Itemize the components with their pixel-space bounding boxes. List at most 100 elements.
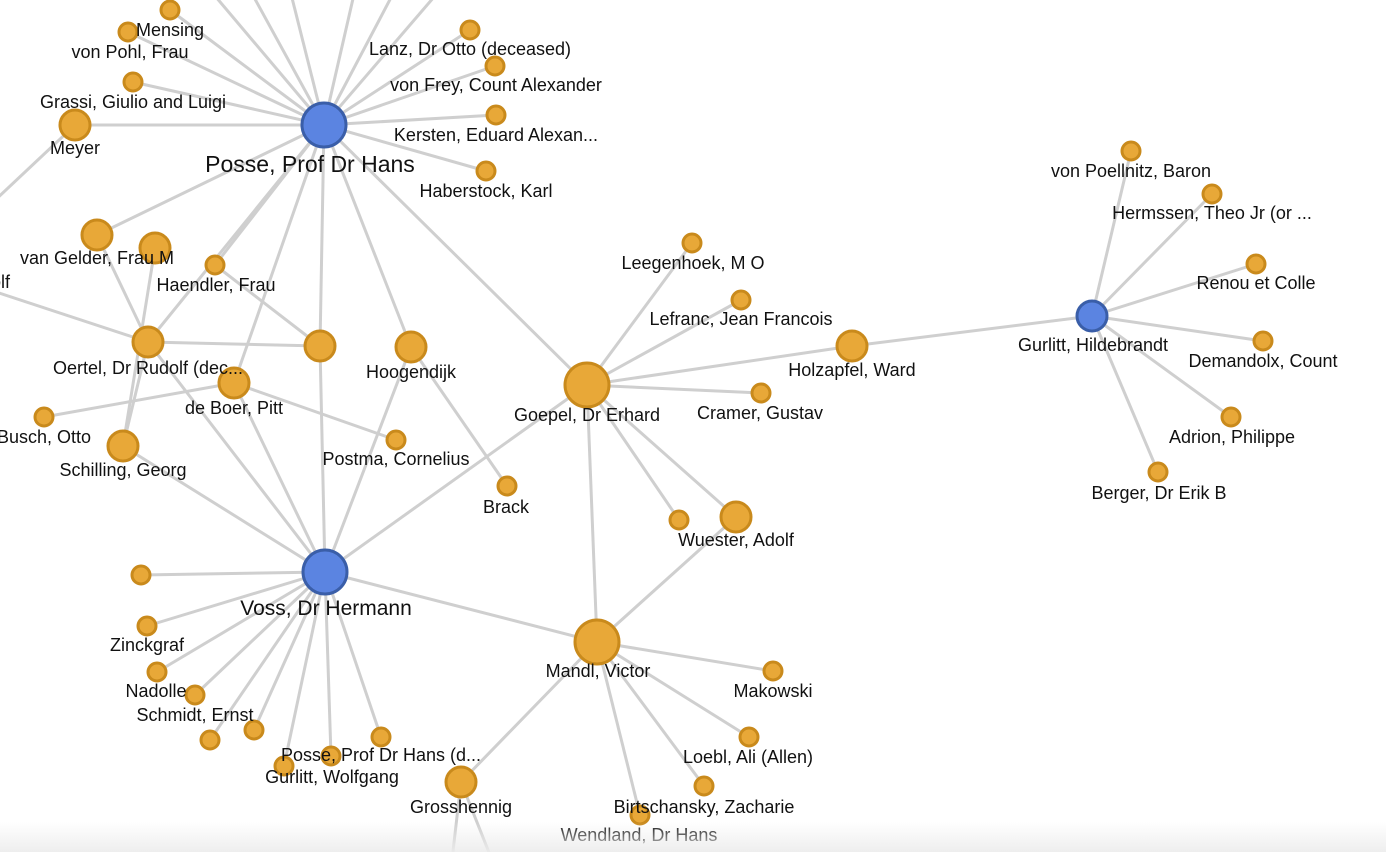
node-label-goepel: Goepel, Dr Erhard bbox=[514, 405, 660, 425]
node-label-loebl: Loebl, Ali (Allen) bbox=[683, 747, 813, 767]
node-label-vonpohl: von Pohl, Frau bbox=[71, 42, 188, 62]
graph-edge-goepel-wuester bbox=[586, 383, 737, 519]
contact-node-mensing[interactable] bbox=[159, 0, 181, 21]
graph-edge-deboer-postma bbox=[233, 381, 397, 442]
contact-node-meyer[interactable] bbox=[58, 108, 92, 142]
contact-node-demandolx[interactable] bbox=[1252, 330, 1274, 352]
contact-node-schilling[interactable] bbox=[106, 429, 140, 463]
graph-edge-posse-grassi bbox=[132, 80, 325, 127]
contact-node-holzapfel[interactable] bbox=[835, 329, 869, 363]
contact-node-postma[interactable] bbox=[385, 429, 407, 451]
graph-edge-voss-schmidt bbox=[193, 570, 327, 697]
contact-node-busch[interactable] bbox=[33, 406, 55, 428]
contact-node-gurlitt_w[interactable] bbox=[273, 755, 295, 777]
contact-node-berger[interactable] bbox=[1147, 461, 1169, 483]
node-label-grosshennig: Grosshennig bbox=[410, 797, 512, 817]
contact-node-grosshennig[interactable] bbox=[444, 765, 478, 799]
graph-edge-goepel-cramer bbox=[586, 383, 762, 395]
node-label-lanz: Lanz, Dr Otto (deceased) bbox=[369, 39, 571, 59]
contact-node-vangelder[interactable] bbox=[80, 218, 114, 252]
contact-node-birtschansky[interactable] bbox=[693, 775, 715, 797]
contact-node-unlabeled6[interactable] bbox=[243, 719, 265, 741]
contact-node-loebl[interactable] bbox=[738, 726, 760, 748]
graph-edge-hoogendijk-brack bbox=[409, 346, 509, 487]
node-label-adrion: Adrion, Philippe bbox=[1169, 427, 1295, 447]
person-node-hildebrandt[interactable] bbox=[1075, 299, 1109, 333]
person-node-voss[interactable] bbox=[301, 548, 349, 596]
contact-node-brack[interactable] bbox=[496, 475, 518, 497]
contact-node-schmidt[interactable] bbox=[184, 684, 206, 706]
contact-node-lanz[interactable] bbox=[459, 19, 481, 41]
contact-node-unlabeled7[interactable] bbox=[370, 726, 392, 748]
contact-node-hermssen[interactable] bbox=[1201, 183, 1223, 205]
node-label-vonfrey: von Frey, Count Alexander bbox=[390, 75, 602, 95]
node-label-vangelder: van Gelder, Frau M bbox=[20, 248, 174, 268]
contact-node-unlabeled5[interactable] bbox=[199, 729, 221, 751]
node-label-deboer: de Boer, Pitt bbox=[185, 398, 283, 418]
graph-edge-haendler-unlabeled1 bbox=[214, 263, 321, 348]
node-label-haberstock: Haberstock, Karl bbox=[419, 181, 552, 201]
contact-node-deboer[interactable] bbox=[217, 366, 251, 400]
node-label-postma: Postma, Cornelius bbox=[322, 449, 469, 469]
contact-node-makowski[interactable] bbox=[762, 660, 784, 682]
contact-node-vonpoellnitz[interactable] bbox=[1120, 140, 1142, 162]
contact-node-cramer[interactable] bbox=[750, 382, 772, 404]
contact-node-hoogendijk[interactable] bbox=[394, 330, 428, 364]
graph-edge-mandl-grosshennig bbox=[459, 640, 599, 784]
contact-node-posse_d[interactable] bbox=[320, 745, 342, 767]
graph-edge-goepel-holzapfel bbox=[586, 344, 853, 387]
node-label-voss: Voss, Dr Hermann bbox=[240, 597, 412, 620]
graph-edge-posse-mensing bbox=[169, 8, 325, 127]
graph-edge-offscreen bbox=[322, 0, 392, 126]
contact-node-vonfrey[interactable] bbox=[484, 55, 506, 77]
node-layer bbox=[33, 0, 1274, 826]
graph-edge-deboer-voss bbox=[232, 382, 327, 573]
contact-node-lefranc[interactable] bbox=[730, 289, 752, 311]
graph-edge-mandl-loebl bbox=[596, 640, 750, 739]
node-label-makowski: Makowski bbox=[733, 681, 812, 701]
node-label-zinckgraf: Zinckgraf bbox=[110, 635, 185, 655]
graph-edge-posse-lanz bbox=[323, 28, 471, 127]
graph-edge-hildebrandt-vonpoellnitz bbox=[1090, 150, 1133, 317]
graph-edge-offscreen bbox=[0, 123, 77, 198]
contact-node-unlabeled2[interactable] bbox=[138, 231, 172, 265]
contact-node-nadolle[interactable] bbox=[146, 661, 168, 683]
node-label-nadolle: Nadolle bbox=[125, 681, 186, 701]
contact-node-wuester[interactable] bbox=[719, 500, 753, 534]
node-label-lefranc: Lefranc, Jean Francois bbox=[649, 309, 832, 329]
graph-edge-hoogendijk-voss bbox=[323, 346, 413, 573]
contact-node-unlabeled3[interactable] bbox=[668, 509, 690, 531]
contact-node-renou[interactable] bbox=[1245, 253, 1267, 275]
contact-node-vonpohl[interactable] bbox=[117, 21, 139, 43]
contact-node-unlabeled1[interactable] bbox=[303, 329, 337, 363]
contact-node-unlabeled4[interactable] bbox=[130, 564, 152, 586]
node-label-grassi: Grassi, Giulio and Luigi bbox=[40, 92, 226, 112]
node-label-schmidt: Schmidt, Ernst bbox=[136, 705, 253, 725]
contact-node-grassi[interactable] bbox=[122, 71, 144, 93]
edge-layer bbox=[0, 0, 1264, 852]
contact-node-oertel[interactable] bbox=[131, 325, 165, 359]
graph-edge-posse-unlabeled1 bbox=[318, 124, 326, 347]
contact-node-haendler[interactable] bbox=[204, 254, 226, 276]
person-node-posse[interactable] bbox=[300, 101, 348, 149]
graph-edge-oertel-vangelder bbox=[95, 234, 150, 343]
graph-edge-voss-posse_d bbox=[323, 571, 333, 757]
graph-edge-posse-haendler bbox=[213, 124, 326, 266]
node-label-kersten: Kersten, Eduard Alexan... bbox=[394, 125, 598, 145]
node-label-birtschansky: Birtschansky, Zacharie bbox=[614, 797, 795, 817]
contact-node-mandl[interactable] bbox=[573, 618, 621, 666]
node-label-partial_olf: olf bbox=[0, 272, 11, 292]
contact-node-zinckgraf[interactable] bbox=[136, 615, 158, 637]
contact-node-haberstock[interactable] bbox=[475, 160, 497, 182]
graph-edge-hildebrandt-renou bbox=[1091, 262, 1257, 318]
contact-node-leegenhoek[interactable] bbox=[681, 232, 703, 254]
contact-node-kersten[interactable] bbox=[485, 104, 507, 126]
node-label-berger: Berger, Dr Erik B bbox=[1091, 483, 1226, 503]
contact-node-adrion[interactable] bbox=[1220, 406, 1242, 428]
contact-node-goepel[interactable] bbox=[563, 361, 611, 409]
node-label-hermssen: Hermssen, Theo Jr (or ... bbox=[1112, 203, 1312, 223]
graph-edge-offscreen bbox=[216, 0, 326, 126]
graph-edge-posse-vangelder bbox=[96, 123, 325, 237]
